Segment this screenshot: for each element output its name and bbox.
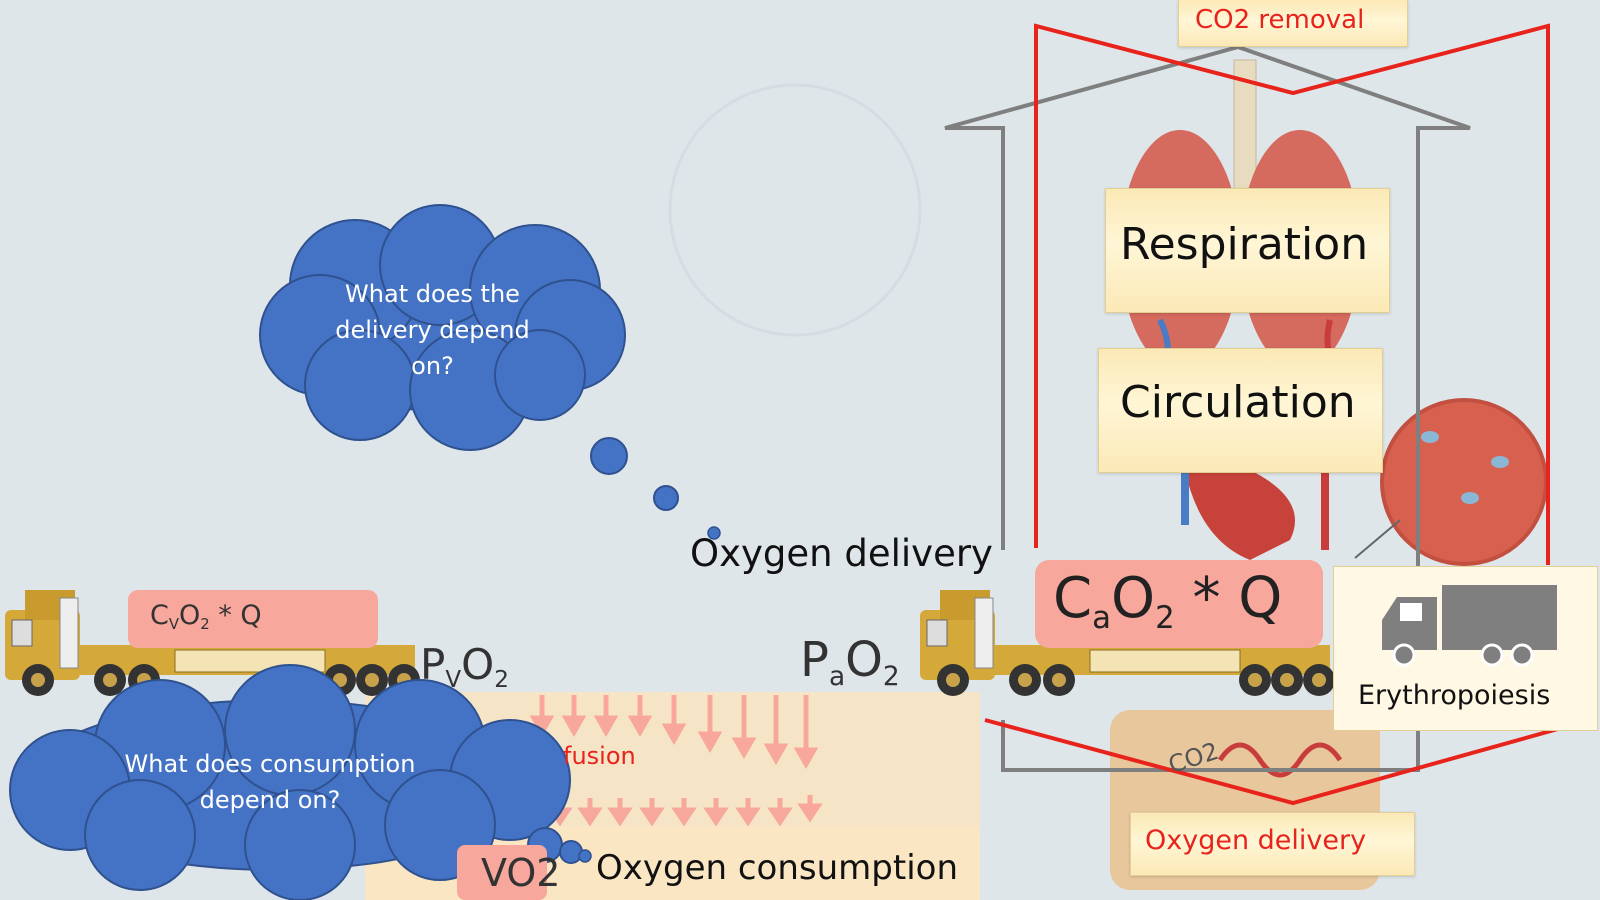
- red-outline: [1034, 23, 1550, 565]
- respiration-box: Respiration: [1105, 188, 1390, 313]
- oxygen-delivery-label: Oxygen delivery: [690, 532, 993, 575]
- formula-o: O: [1110, 566, 1156, 631]
- capillaries: [1217, 742, 1343, 778]
- pao2-sub-2: 2: [882, 661, 900, 693]
- faint-circle: [668, 83, 922, 337]
- diffusion-arrows-bottom: [547, 795, 823, 827]
- thought-bubble-2: [653, 485, 679, 511]
- circulation-label: Circulation: [1120, 377, 1356, 428]
- delivery-question-line-1: What does the: [345, 280, 520, 308]
- oxygen-delivery-box: Oxygen delivery: [1130, 812, 1415, 876]
- venous-sub-v: V: [168, 615, 180, 634]
- consumption-question-cloud: [9, 664, 571, 900]
- co2-removal-box: CO2 removal: [1178, 0, 1408, 47]
- oxygen-consumption-label: Oxygen consumption: [596, 848, 958, 888]
- formula-rest: * Q: [1174, 566, 1283, 631]
- grey-house-outline: [944, 44, 1471, 772]
- consumption-question-line-2: depend on?: [199, 786, 341, 814]
- formula-sub-a: a: [1092, 599, 1111, 636]
- formula-sub-2: 2: [1155, 599, 1175, 636]
- respiration-label: Respiration: [1120, 219, 1369, 270]
- delivery-question-cloud: [259, 204, 626, 451]
- delivery-question-text: What does the delivery depend on?: [310, 276, 555, 384]
- venous-content-formula: CVO2 * Q: [128, 590, 378, 648]
- pvo2-p: P: [420, 640, 446, 689]
- venous-c: C: [150, 600, 169, 631]
- circulation-box: Circulation: [1098, 348, 1383, 473]
- pvo2-sub-2: 2: [494, 667, 509, 694]
- delivery-question-line-3: on?: [411, 352, 454, 380]
- erythropoiesis-label: Erythropoiesis: [1358, 680, 1551, 711]
- consumption-question-line-1: What does consumption: [124, 750, 416, 778]
- pvo2-label: PVO2: [420, 640, 509, 693]
- pvo2-o: O: [461, 640, 495, 689]
- thought-bubble-1: [590, 437, 628, 475]
- consumption-question-text: What does consumption depend on?: [90, 746, 450, 818]
- co2-removal-label: CO2 removal: [1195, 5, 1365, 35]
- vo2-label: VO2: [481, 851, 561, 895]
- truck-icon: [1382, 585, 1557, 667]
- formula-c: C: [1053, 566, 1093, 631]
- delivery-question-line-2: delivery depend: [335, 316, 530, 344]
- venous-o: O: [179, 600, 201, 631]
- red-outline-bottom: [984, 718, 1591, 806]
- pvo2-sub-v: V: [445, 667, 462, 694]
- pao2-sub-a: a: [828, 661, 846, 693]
- heart-icon: [1181, 455, 1329, 560]
- thought-bubble-3: [707, 526, 721, 540]
- pao2-o: O: [845, 632, 883, 688]
- erythropoiesis-box: Erythropoiesis: [1333, 566, 1598, 731]
- diffusion-arrows-top: [529, 695, 819, 770]
- red-blood-cell-icon: [1354, 398, 1548, 566]
- pao2-label: PaO2: [800, 632, 900, 692]
- oxygen-delivery-box-label: Oxygen delivery: [1145, 825, 1367, 856]
- pao2-p: P: [800, 632, 829, 688]
- venous-rest: * Q: [209, 600, 262, 631]
- arterial-truck-icon: [920, 590, 1335, 696]
- vo2-box: VO2: [457, 845, 560, 900]
- diffusion-label: fusion: [563, 742, 636, 770]
- arterial-content-formula: CaO2 * Q: [1035, 560, 1323, 648]
- venous-sub-2: 2: [200, 615, 210, 634]
- thought-bubble-6: [578, 849, 592, 863]
- thought-bubble-5: [559, 840, 583, 864]
